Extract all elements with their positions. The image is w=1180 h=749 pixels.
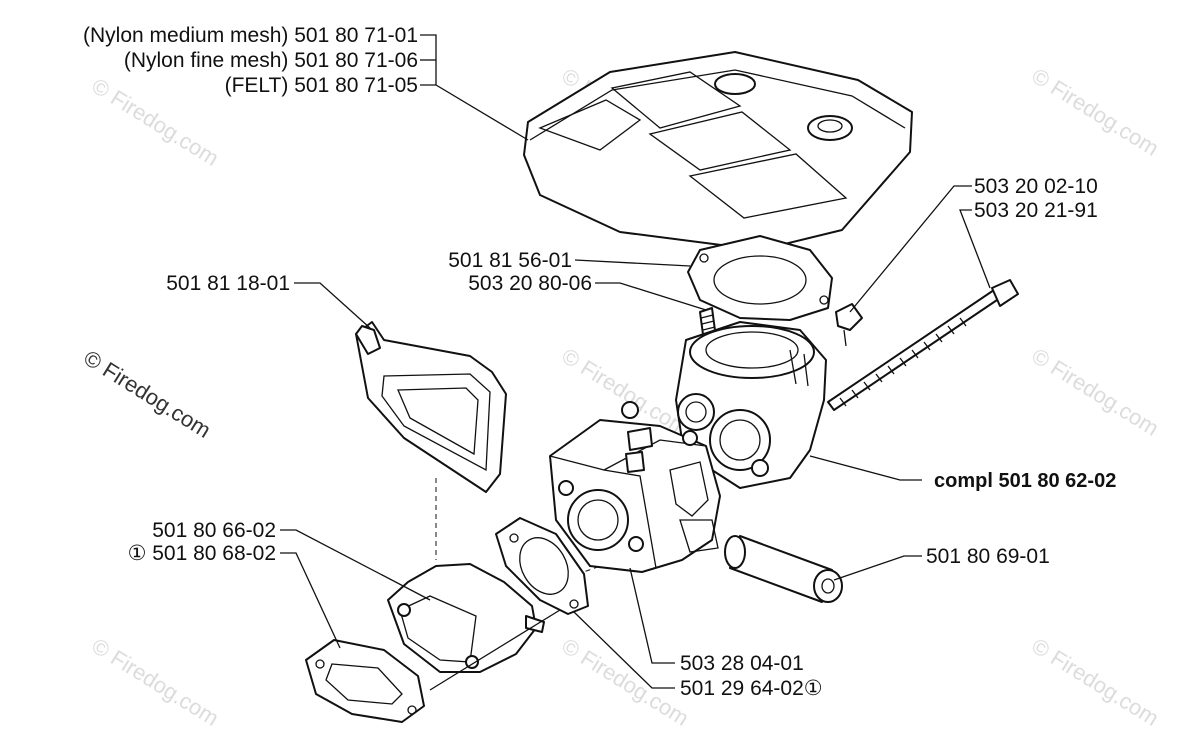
label-air-filter-nylon-medium: (Nylon medium mesh) 501 80 71-01 <box>83 24 418 47</box>
label-bracket: 501 81 18-01 <box>166 272 290 295</box>
label-bolt-a: 503 20 02-10 <box>974 175 1098 198</box>
label-gasket-top: 501 81 56-01 <box>448 249 572 272</box>
carb-adapter <box>675 321 827 489</box>
watermark-bl: © Firedog.com <box>87 633 223 731</box>
watermark-br: © Firedog.com <box>1027 633 1163 731</box>
label-carb-gasket: 501 29 64-02① <box>680 677 823 700</box>
label-carburetor: 503 28 04-01 <box>680 652 804 675</box>
label-carb-complete: compl 501 80 62-02 <box>934 470 1116 492</box>
carburetor <box>549 401 721 573</box>
label-bolt-b: 503 20 21-91 <box>974 199 1098 222</box>
tube <box>724 535 843 603</box>
watermark-tr: © Firedog.com <box>1027 63 1163 161</box>
watermark-bc: © Firedog.com <box>557 633 693 731</box>
bracket <box>355 321 507 493</box>
watermark-dark: © Firedog.com <box>79 345 215 443</box>
intake-manifold <box>387 563 545 673</box>
air-filter-cover <box>523 51 913 251</box>
carb-gasket <box>495 517 589 615</box>
watermark-tl: © Firedog.com <box>87 73 223 171</box>
gasket-top <box>687 235 833 321</box>
label-intake-a: 501 80 66-02 <box>152 519 276 542</box>
leader-lines <box>280 34 991 691</box>
flange-gasket <box>305 639 425 723</box>
watermark-mr: © Firedog.com <box>1027 343 1163 441</box>
label-air-filter-felt: (FELT) 501 80 71-05 <box>225 74 418 97</box>
label-tube: 501 80 69-01 <box>926 545 1050 568</box>
nut <box>835 303 863 347</box>
long-bolt <box>827 279 1019 411</box>
label-intake-b: ① 501 80 68-02 <box>128 542 276 565</box>
callout-labels: (Nylon medium mesh) 501 80 71-01 (Nylon … <box>83 24 1116 700</box>
label-stud: 503 20 80-06 <box>468 272 592 295</box>
label-air-filter-nylon-fine: (Nylon fine mesh) 501 80 71-06 <box>124 49 418 72</box>
